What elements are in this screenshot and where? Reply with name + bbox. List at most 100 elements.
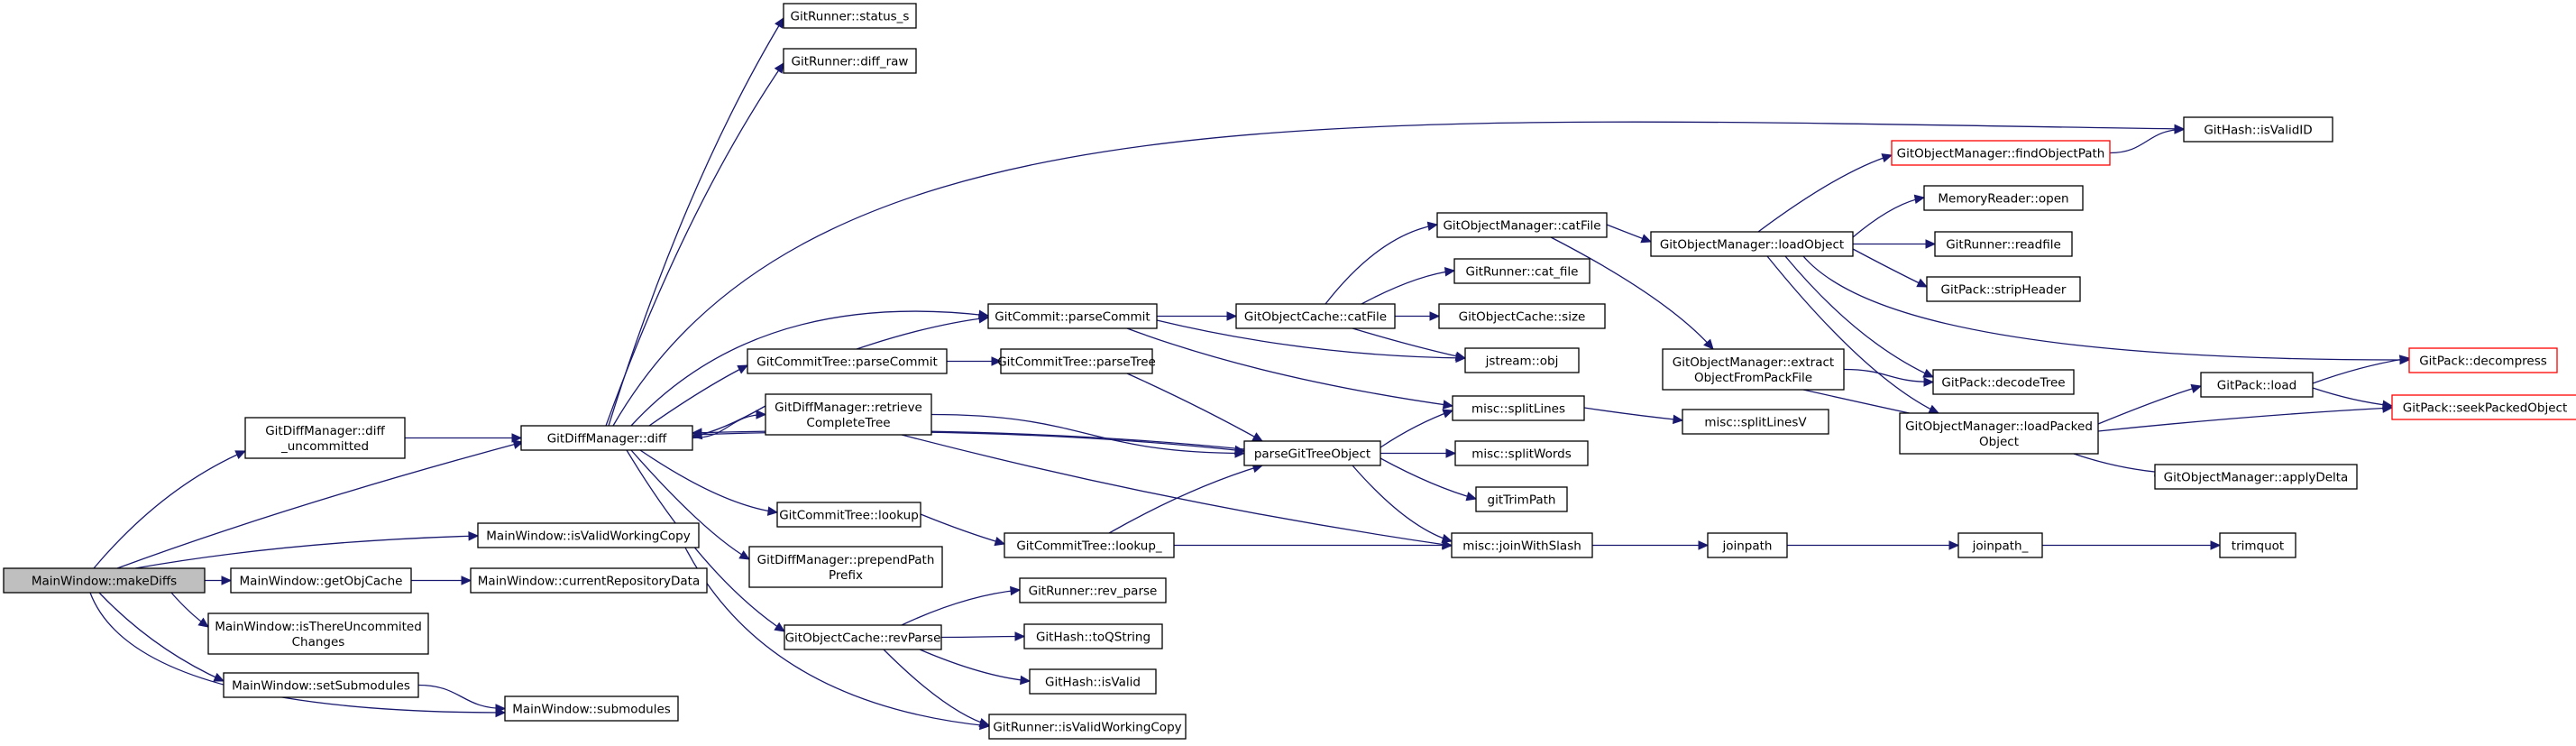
call-edge-revParseCache-to-hashIsValid xyxy=(919,649,1031,682)
node-label: GitObjectCache::revParse xyxy=(785,631,941,646)
call-edge-loadObject-to-findObjectPath xyxy=(1757,154,1893,233)
node-cacheSize[interactable]: GitObjectCache::size xyxy=(1438,303,1606,329)
node-revParseCache[interactable]: GitObjectCache::revParse xyxy=(784,624,942,650)
node-statusS[interactable]: GitRunner::status_s xyxy=(783,3,917,29)
node-jstreamObj[interactable]: jstream::obj xyxy=(1464,347,1580,373)
node-joinpathU[interactable]: joinpath_ xyxy=(1957,532,2043,558)
node-runnerIsValidWC[interactable]: GitRunner::isValidWorkingCopy xyxy=(988,714,1187,740)
call-edge-parseGitTree-to-gitTrimPath xyxy=(1380,457,1477,500)
node-label: GitRunner::cat_file xyxy=(1466,265,1579,280)
node-treeLookup[interactable]: GitCommitTree::lookup xyxy=(776,502,921,528)
node-catFileCache[interactable]: GitObjectCache::catFile xyxy=(1235,303,1396,329)
call-graph-nodes: MainWindow::makeDiffsGitDiffManager::dif… xyxy=(3,3,2576,740)
node-parseCommit[interactable]: GitCommit::parseCommit xyxy=(987,303,1158,329)
node-diffUncommitted[interactable]: GitDiffManager::diff_uncommitted xyxy=(244,417,406,459)
node-diff[interactable]: GitDiffManager::diff xyxy=(520,425,693,451)
call-edges xyxy=(89,16,2411,731)
node-box xyxy=(477,522,700,548)
call-edge-retrieveTree-to-parseGitTree xyxy=(930,413,1245,455)
node-toQString[interactable]: GitHash::toQString xyxy=(1023,623,1163,649)
node-box xyxy=(2219,532,2296,558)
node-currentRepoData[interactable]: MainWindow::currentRepositoryData xyxy=(470,567,708,594)
call-edge-parseGitTree-to-joinWithSlash xyxy=(1352,465,1453,542)
node-box xyxy=(987,303,1158,329)
call-edge-parseGitTree-to-splitLines xyxy=(1380,410,1453,448)
node-memOpen[interactable]: MemoryReader::open xyxy=(1923,185,2084,211)
node-revParseRunner[interactable]: GitRunner::rev_parse xyxy=(1019,577,1167,603)
call-edge-parseCommit-to-splitLines xyxy=(1126,327,1453,407)
node-box xyxy=(748,546,943,588)
arrowhead-splitLines-to-splitLinesV xyxy=(1672,414,1684,425)
node-box xyxy=(784,624,942,650)
node-seekPacked[interactable]: GitPack::seekPackedObject xyxy=(2391,394,2576,420)
node-label: GitCommitTree::parseCommit xyxy=(756,355,938,370)
node-treeLookupU[interactable]: GitCommitTree::lookup_ xyxy=(1004,532,1175,558)
arrowhead-makeDiffs-to-getObjCache xyxy=(221,576,233,585)
node-box xyxy=(2408,347,2558,373)
arrowhead-makeDiffs-to-diffUncommitted xyxy=(234,450,247,460)
node-label: GitObjectCache::catFile xyxy=(1244,310,1387,325)
node-loadObject[interactable]: GitObjectManager::loadObject xyxy=(1650,231,1854,257)
node-decodeTree[interactable]: GitPack::decodeTree xyxy=(1932,369,2075,395)
node-parseTree[interactable]: GitCommitTree::parseTree xyxy=(997,348,1156,374)
node-treeParseCommit[interactable]: GitCommitTree::parseCommit xyxy=(747,348,948,374)
call-edge-makeDiffs-to-diffUncommitted xyxy=(93,450,246,569)
node-catFileMgr[interactable]: GitObjectManager::catFile xyxy=(1436,212,1608,238)
arrowhead-loadObject-to-loadPacked xyxy=(1928,404,1940,414)
arrowhead-makeDiffs-to-isThereUncommited xyxy=(197,617,209,628)
node-packLoad[interactable]: GitPack::load xyxy=(2200,372,2314,398)
arrowhead-parseTree-to-parseGitTree xyxy=(1251,432,1264,442)
call-edge-catFileCache-to-catFileMgr xyxy=(1325,224,1438,305)
arrowhead-catFileCache-to-cacheSize xyxy=(1429,311,1441,321)
call-edge-makeDiffs-to-submodules xyxy=(89,592,506,714)
node-getObjCache[interactable]: MainWindow::getObjCache xyxy=(230,567,412,594)
node-label: GitRunner::isValidWorkingCopy xyxy=(993,721,1181,735)
node-submodules[interactable]: MainWindow::submodules xyxy=(504,695,679,722)
node-catFileRunner[interactable]: GitRunner::cat_file xyxy=(1453,258,1591,284)
arrowhead-joinWithSlash-to-joinpath xyxy=(1698,540,1710,550)
node-joinWithSlash[interactable]: misc::joinWithSlash xyxy=(1451,532,1593,558)
call-edge-loadPacked-to-packLoad xyxy=(2097,385,2202,425)
node-box xyxy=(3,567,206,594)
arrowhead-loadPacked-to-packLoad xyxy=(2190,383,2203,394)
arrowhead-diff-to-treeParseCommit xyxy=(737,364,749,374)
arrowhead-joinpath-to-joinpathU xyxy=(1948,540,1960,550)
node-label: Prefix xyxy=(829,568,863,583)
node-isValidWorkingCopy[interactable]: MainWindow::isValidWorkingCopy xyxy=(477,522,700,548)
node-readfile[interactable]: GitRunner::readfile xyxy=(1934,231,2073,257)
node-parseGitTree[interactable]: parseGitTreeObject xyxy=(1243,440,1381,466)
node-setSubmodules[interactable]: MainWindow::setSubmodules xyxy=(223,672,419,698)
node-splitLines[interactable]: misc::splitLines xyxy=(1452,395,1585,421)
node-box xyxy=(2154,464,2358,490)
call-edge-loadPacked-to-seekPacked xyxy=(2097,407,2393,432)
node-gitTrimPath[interactable]: gitTrimPath xyxy=(1475,486,1568,512)
node-joinpath[interactable]: joinpath xyxy=(1707,532,1788,558)
node-diffRaw[interactable]: GitRunner::diff_raw xyxy=(783,48,917,74)
node-box xyxy=(1023,623,1163,649)
call-edge-loadPacked-to-applyDelta xyxy=(2073,453,2165,474)
node-applyDelta[interactable]: GitObjectManager::applyDelta xyxy=(2154,464,2358,490)
node-stripHeader[interactable]: GitPack::stripHeader xyxy=(1926,276,2081,302)
node-extractObj[interactable]: GitObjectManager::extractObjectFromPackF… xyxy=(1662,348,1845,391)
node-isValidID[interactable]: GitHash::isValidID xyxy=(2183,116,2333,143)
node-box xyxy=(520,425,693,451)
node-trimquot[interactable]: trimquot xyxy=(2219,532,2296,558)
node-splitWords[interactable]: misc::splitWords xyxy=(1454,440,1589,466)
call-edge-diff-to-retrieveTree xyxy=(692,413,766,439)
arrowhead-treeParseCommit-to-parseCommit xyxy=(977,314,990,324)
node-decompress[interactable]: GitPack::decompress xyxy=(2408,347,2558,373)
node-box xyxy=(207,612,429,655)
call-edge-catFileCache-to-jstreamObj xyxy=(1352,327,1466,359)
arrowhead-catFileCache-to-catFileMgr xyxy=(1426,221,1439,231)
arrowhead-diff-to-treeLookup xyxy=(766,506,779,516)
node-label: GitPack::seekPackedObject xyxy=(2403,401,2568,416)
node-findObjectPath[interactable]: GitObjectManager::findObjectPath xyxy=(1891,140,2111,166)
node-hashIsValid[interactable]: GitHash::isValid xyxy=(1029,668,1157,695)
node-splitLinesV[interactable]: misc::splitLinesV xyxy=(1682,409,1829,435)
node-box xyxy=(1957,532,2043,558)
node-box xyxy=(2391,394,2576,420)
